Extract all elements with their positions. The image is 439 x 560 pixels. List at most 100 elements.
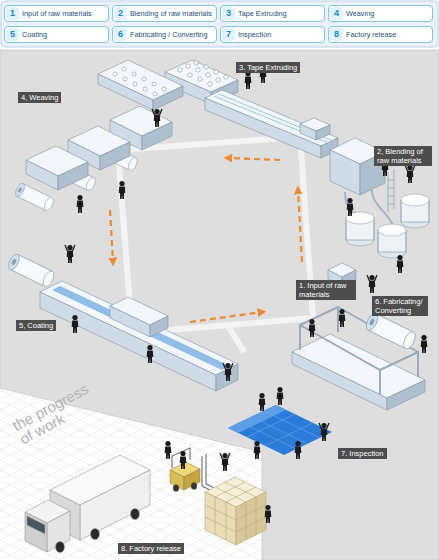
floor: [228, 326, 244, 352]
weaving-machine: [133, 82, 137, 86]
weaving-machine: [132, 72, 136, 76]
step-name: Inspection: [238, 30, 271, 39]
truck: [25, 512, 47, 552]
step-box: 5Coating: [4, 26, 109, 43]
worker-figure: [77, 195, 84, 213]
box-stack: [205, 492, 236, 545]
worker-figure: [397, 255, 404, 273]
inspection-fabric: [228, 405, 332, 455]
callout-text: 8. Factory release: [121, 544, 181, 553]
worker-figure: [220, 453, 230, 471]
worker-figure: [339, 309, 346, 327]
box-stack: [236, 492, 266, 545]
callout-label: 6. Fabricating/ Converting: [372, 296, 428, 316]
worker-figure: [319, 423, 329, 441]
extruding-machine: [165, 60, 338, 158]
weaving-machine: [153, 92, 157, 96]
extruding-machine: [316, 125, 330, 140]
forklift: [184, 469, 200, 490]
callout-label: 4, Weaving: [18, 92, 61, 103]
extruding-machine: [198, 77, 202, 81]
truck: [25, 455, 150, 553]
worker-figure: [254, 441, 261, 459]
extruding-machine: [224, 75, 228, 79]
weaving-machine: [143, 87, 147, 91]
worker-figure: [72, 315, 79, 333]
callout-text: 4, Weaving: [21, 93, 58, 102]
forklift: [173, 485, 179, 492]
extruding-machine: [206, 73, 210, 77]
extruding-machine: [178, 68, 182, 72]
weaving-machine: [98, 74, 153, 110]
worker-figure: [277, 387, 284, 405]
flow-arrow: [298, 190, 302, 262]
extruding-machine: [178, 61, 228, 86]
worker-figure: [259, 393, 266, 411]
weaving-machine: [142, 122, 172, 150]
worker-figure: [347, 198, 354, 216]
extruding-machine: [214, 70, 218, 74]
weaving-machine: [14, 60, 183, 212]
callout-label: 5, Coating: [16, 320, 56, 331]
flow-arrow: [110, 158, 302, 322]
step-number: 3: [222, 7, 235, 20]
extruding-machine: [205, 98, 321, 158]
weaving-machine: [14, 182, 55, 212]
forklift: [191, 483, 197, 490]
callout-text: 7. Inspection: [341, 449, 384, 458]
weaving-machine: [153, 86, 183, 110]
flow-arrow: [110, 210, 113, 262]
coating-machine: [40, 281, 238, 375]
callout-text: 3. Tape Extruding: [239, 63, 297, 72]
worker-figure: [295, 441, 302, 459]
step-number: 7: [222, 28, 235, 41]
blending-machine: [330, 150, 360, 195]
worker-figure: [309, 319, 316, 337]
callout-text: 2, Blending of raw materials: [377, 147, 429, 165]
callout-label: 7. Inspection: [338, 448, 387, 459]
worker-figure: [119, 181, 126, 199]
callout-text: 1. Input of raw materials: [299, 281, 353, 299]
blending-machine: [401, 194, 429, 228]
weaving-machine: [142, 77, 146, 81]
truck: [47, 511, 70, 552]
step-number: 2: [114, 7, 127, 20]
step-name: Factory release: [346, 30, 396, 39]
legend-frame: [1, 1, 438, 47]
extruding-machine: [188, 73, 192, 77]
truck: [80, 470, 150, 540]
blending-machine: [346, 212, 374, 246]
worker-figure: [65, 65, 427, 523]
callout-text: 5, Coating: [19, 321, 53, 330]
flow-arrow: [228, 158, 280, 160]
step-name: Input of raw materials: [22, 9, 92, 18]
truck: [56, 542, 65, 553]
extruding-machine: [300, 124, 316, 140]
callout-label: 3. Tape Extruding: [236, 62, 300, 73]
step-box: 2Blending of raw materials: [112, 5, 217, 22]
blending-machine: [388, 169, 394, 212]
weaving-machine: [113, 67, 166, 96]
truck: [27, 516, 45, 534]
inspection-fabric: [240, 411, 320, 449]
worker-figure: [165, 441, 172, 459]
inspection-fabric: [228, 405, 332, 455]
extruding-machine: [194, 61, 198, 65]
weaving-machine: [162, 87, 166, 91]
fabricating-machine: [387, 380, 425, 410]
worker-figure: [152, 109, 162, 127]
step-number: 6: [114, 28, 127, 41]
step-number: 1: [6, 7, 19, 20]
weaving-machine: [26, 160, 58, 190]
extruding-machine: [214, 94, 333, 143]
step-name: Blending of raw materials: [130, 9, 212, 18]
callout-text: 6. Fabricating/ Converting: [375, 297, 425, 315]
floor: [118, 137, 313, 333]
step-name: Fabricating / Converting: [130, 30, 207, 39]
callout-label: 1. Input of raw materials: [296, 280, 356, 300]
extruding-machine: [186, 64, 190, 68]
